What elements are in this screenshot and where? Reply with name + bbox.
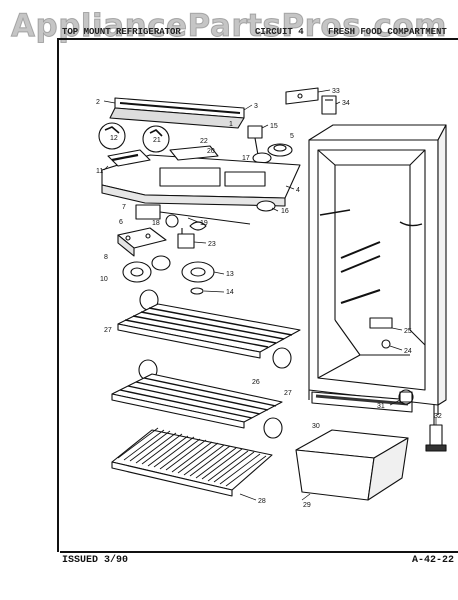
callout-labels: 2 3 33 34 12 1 15 21 22 20 17 5 11 4 7 1…	[96, 88, 442, 509]
callout-27-left: 27	[104, 327, 112, 334]
callout-14: 14	[226, 289, 234, 296]
callout-26: 26	[252, 379, 260, 386]
callout-8: 8	[104, 254, 108, 261]
callout-27-right: 27	[284, 390, 292, 397]
dial-left	[98, 122, 126, 150]
callout-6: 6	[119, 219, 123, 226]
callout-13: 13	[226, 271, 234, 278]
wire-shelf-middle	[111, 373, 283, 429]
callout-leaders	[103, 89, 437, 501]
gear-left	[122, 261, 152, 283]
adjust-knob	[256, 200, 276, 212]
hinge-bracket	[285, 87, 337, 115]
crisper-pan	[295, 429, 409, 501]
top-rail	[109, 97, 245, 129]
callout-28: 28	[258, 498, 266, 505]
callout-4: 4	[296, 187, 300, 194]
callout-19: 19	[200, 220, 208, 227]
header-title: TOP MOUNT REFRIGERATOR	[62, 27, 181, 37]
callout-20: 20	[207, 148, 215, 155]
wire-shelf-upper	[117, 303, 301, 359]
callout-16: 16	[281, 208, 289, 215]
callout-21: 21	[153, 137, 161, 144]
document-number: A-42-22	[411, 555, 454, 566]
callout-34: 34	[342, 100, 350, 107]
callout-24: 24	[404, 348, 412, 355]
cabinet-liner	[308, 124, 447, 415]
dial-right	[142, 125, 170, 153]
callout-29: 29	[303, 502, 311, 509]
callout-31: 31	[377, 403, 385, 410]
callout-11: 11	[96, 168, 103, 175]
gear-cap	[151, 255, 204, 295]
gear-right	[181, 261, 215, 283]
callout-22: 22	[200, 138, 208, 145]
callout-23: 23	[208, 241, 216, 248]
issued-date: ISSUED 3/90	[62, 555, 129, 566]
diagram-frame	[57, 38, 458, 552]
header-section: FRESH FOOD COMPARTMENT	[328, 27, 447, 37]
callout-25: 25	[404, 328, 412, 335]
callout-7: 7	[122, 204, 126, 211]
callout-5: 5	[290, 133, 294, 140]
door-switch	[177, 228, 195, 249]
callout-18: 18	[152, 220, 160, 227]
shelf-supports	[138, 289, 292, 439]
callout-30: 30	[312, 423, 320, 430]
callout-17: 17	[242, 155, 250, 162]
header-circuit: CIRCUIT 4	[255, 27, 304, 37]
control-panel	[101, 145, 301, 207]
callout-10: 10	[100, 276, 108, 283]
thermostat	[247, 125, 272, 164]
control-knob	[267, 143, 293, 157]
callout-2: 2	[96, 99, 100, 106]
roller-bracket	[398, 389, 414, 405]
callout-33: 33	[332, 88, 340, 95]
leveling-leg	[425, 405, 447, 452]
callout-32: 32	[434, 413, 442, 420]
callout-15: 15	[270, 123, 278, 130]
callout-12: 12	[110, 135, 118, 142]
mount-bracket	[117, 227, 167, 257]
footer-rule	[60, 551, 458, 553]
kick-plate	[311, 391, 413, 413]
callout-3: 3	[254, 103, 258, 110]
wire-shelf-lower	[111, 427, 273, 497]
light-socket	[135, 204, 251, 231]
callout-1: 1	[229, 121, 233, 128]
